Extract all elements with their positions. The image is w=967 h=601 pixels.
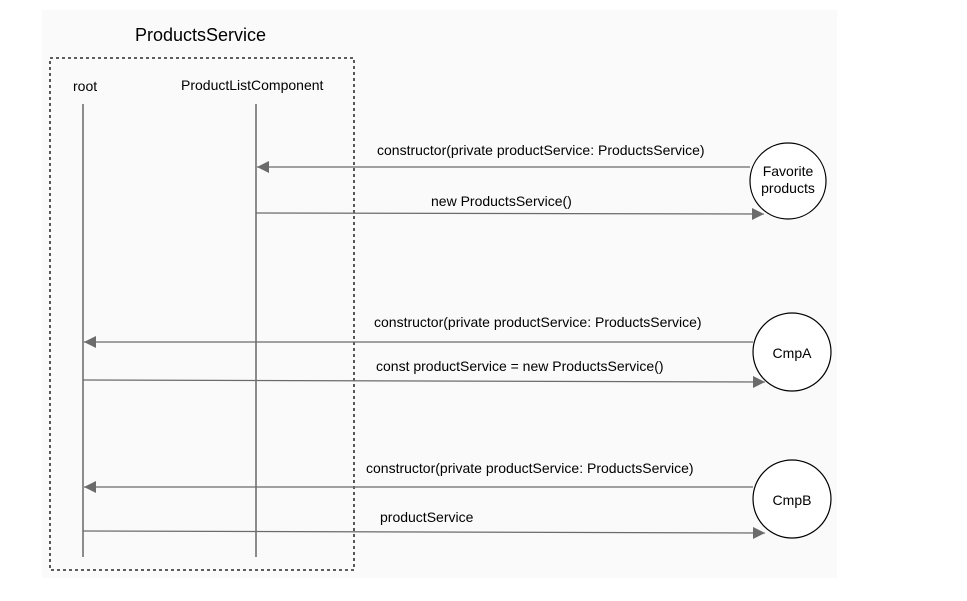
favorite-label-line1: Favorite [762,163,814,179]
cmpa-label: CmpA [772,345,812,361]
favorite-label-line2: products [761,180,815,196]
cmpb-constructor-message: constructor(private productService: Prod… [366,460,694,476]
cmpa-node [752,312,832,392]
cmpb-pass-message: productService [380,509,474,525]
diagram-background [42,10,837,578]
cmpa-const-arrow [82,375,766,388]
cmpb-pass-arrow [82,526,766,539]
cmpb-node [752,459,832,539]
favorite-products-label: Favorite products [750,163,826,197]
container-title: ProductsService [135,25,267,45]
fav-constructor-message: constructor(private productService: Prod… [377,142,705,158]
cmpb-label: CmpB [772,492,812,508]
root-lifeline-label: root [73,78,98,94]
products-service-scope-box [49,57,355,571]
fav-new-arrow [255,207,765,220]
favorite-products-node [749,142,827,220]
product-list-lifeline-label: ProductListComponent [181,77,324,93]
cmpa-constructor-message: constructor(private productService: Prod… [374,314,702,330]
fav-new-message: new ProductsService() [431,193,572,209]
cmpa-const-message: const productService = new ProductsServi… [376,358,664,374]
